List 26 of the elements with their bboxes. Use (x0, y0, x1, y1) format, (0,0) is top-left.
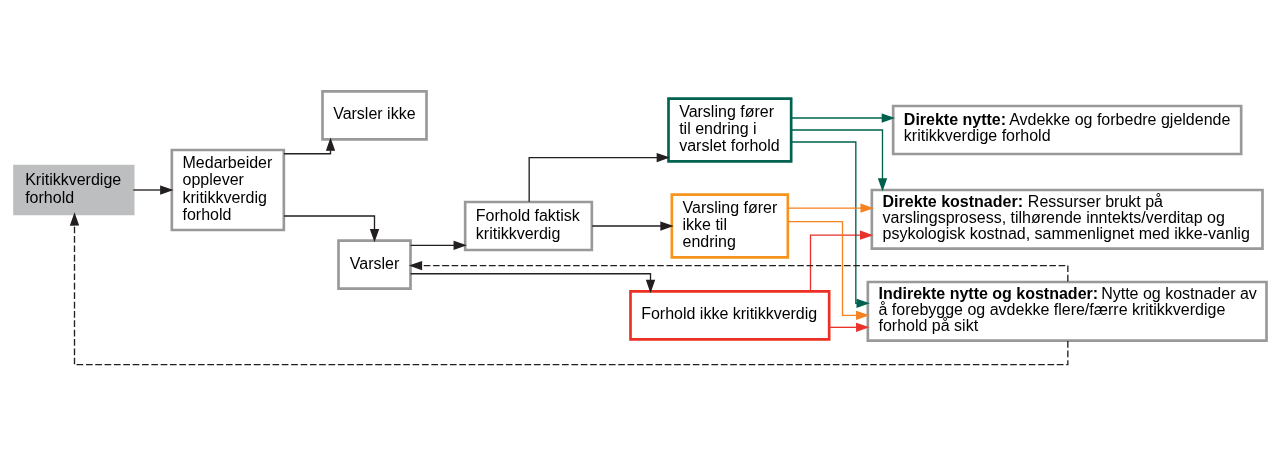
node-box: Indirekte nytte og kostnader: Nytte og kostnader av å forebygge og avdekke flere/færre kritikkverdige forhold på sikt (866, 280, 1268, 342)
node-box: Kritikkverdige forhold (13, 164, 135, 215)
arrow (283, 136, 336, 154)
arrow (283, 214, 380, 242)
arrow (790, 112, 896, 123)
arrow (790, 128, 888, 192)
arrow (591, 220, 674, 231)
arrow (409, 240, 467, 250)
node-box: Direkte kostnader: Ressurser brukt på varslingsprosess, tilhørende inntekts/verditap og psykologisk kostnad, sammenlignet med ikke-vanlig (870, 188, 1264, 250)
node-box: Varsler ikke (321, 89, 428, 141)
arrow (787, 220, 870, 320)
node-box: Varsling fører ikke til endring (670, 192, 790, 259)
arrow (828, 322, 870, 332)
node-box: Forhold ikke kritikkverdig (629, 289, 831, 341)
arrow (132, 184, 174, 195)
arrow (809, 230, 874, 292)
arrow (409, 272, 656, 293)
node-box: Varsler (337, 238, 412, 290)
node-box: Varsling fører til endring i varslet forhold (667, 96, 793, 163)
node-box: Medarbeider opplever kritikkverdig forhold (170, 148, 286, 231)
arrow (787, 203, 874, 213)
node-box: Forhold faktisk kritikkverdig (463, 200, 594, 251)
arrow (69, 211, 1069, 365)
arrow (790, 140, 870, 308)
node-box: Direkte nytte: Avdekke og forbedre gjeldende kritikkverdige forhold (891, 104, 1243, 155)
arrow (528, 152, 670, 202)
